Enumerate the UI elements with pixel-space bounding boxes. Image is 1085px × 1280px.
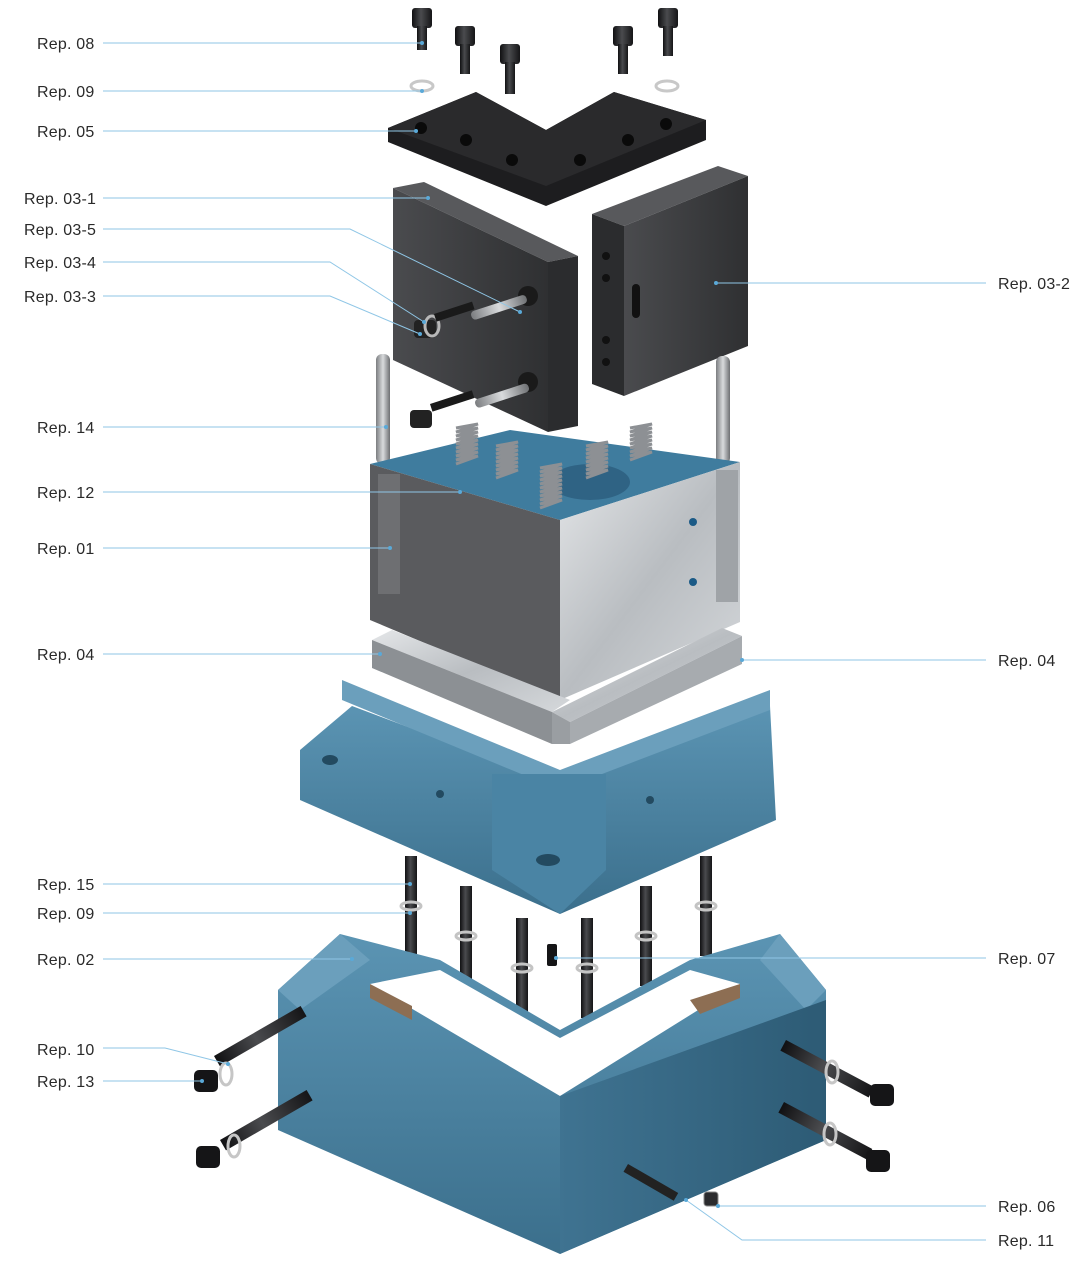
label-rep-04-right: Rep. 04 (998, 653, 1055, 670)
bolt-icon (500, 44, 520, 94)
label-rep-09-top: Rep. 09 (37, 84, 94, 101)
label-rep-01: Rep. 01 (37, 541, 94, 558)
label-rep-08: Rep. 08 (37, 36, 94, 53)
label-rep-13: Rep. 13 (37, 1074, 94, 1091)
label-rep-14: Rep. 14 (37, 420, 94, 437)
labels-left: Rep. 08 Rep. 09 Rep. 05 Rep. 03-1 Rep. 0… (24, 36, 96, 1091)
label-rep-15: Rep. 15 (37, 877, 94, 894)
label-rep-03-2: Rep. 03-2 (998, 276, 1070, 293)
bolt-icon (613, 26, 633, 74)
label-rep-05: Rep. 05 (37, 124, 94, 141)
assembly-illustration (194, 8, 894, 1254)
label-rep-10: Rep. 10 (37, 1042, 94, 1059)
right-dark-block (592, 166, 748, 396)
upper-blue-casting (300, 680, 776, 914)
bolt-icon (412, 8, 432, 50)
bolt-icon (658, 8, 678, 56)
label-rep-03-4: Rep. 03-4 (24, 255, 96, 272)
lower-bolts (399, 856, 718, 1018)
label-rep-07: Rep. 07 (998, 951, 1055, 968)
label-rep-03-5: Rep. 03-5 (24, 222, 96, 239)
label-rep-03-3: Rep. 03-3 (24, 289, 96, 306)
label-rep-04-left: Rep. 04 (37, 647, 94, 664)
guide-rails (372, 628, 742, 744)
label-rep-11: Rep. 11 (998, 1233, 1054, 1250)
springs (455, 422, 653, 510)
label-rep-12: Rep. 12 (37, 485, 94, 502)
top-bolts (412, 8, 678, 94)
leader-lines (103, 41, 986, 1241)
left-dark-block (393, 182, 578, 432)
label-rep-02: Rep. 02 (37, 952, 94, 969)
labels-right: Rep. 03-2 Rep. 04 Rep. 07 Rep. 06 Rep. 1… (998, 276, 1070, 1250)
label-rep-03-1: Rep. 03-1 (24, 191, 96, 208)
side-bolts (194, 1006, 894, 1207)
label-rep-06: Rep. 06 (998, 1199, 1055, 1216)
lower-blue-base (278, 934, 826, 1254)
label-rep-09-bottom: Rep. 09 (37, 906, 94, 923)
bolt-icon (455, 26, 475, 74)
guide-pins (376, 354, 730, 464)
l-top-plate (388, 92, 706, 206)
